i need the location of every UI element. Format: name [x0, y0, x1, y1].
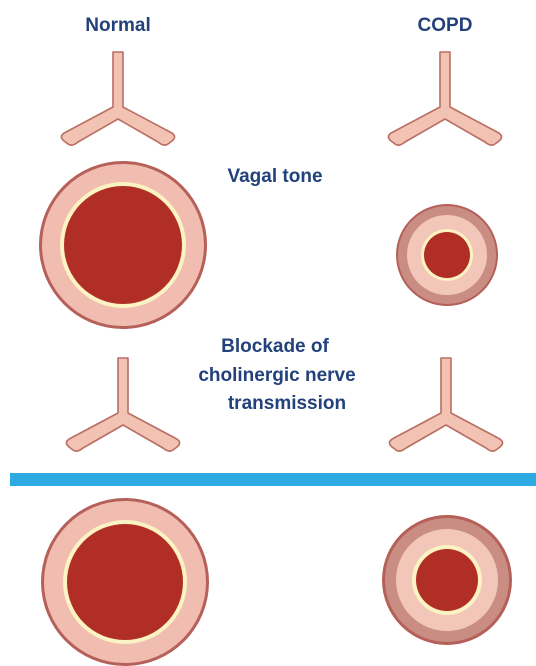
blockade-line-3: transmission [228, 393, 346, 414]
copd-title: COPD [418, 15, 473, 36]
blockade-label: Blockade of cholinergic nerve transmissi… [198, 336, 355, 414]
ach-label-left: ACh [104, 144, 137, 161]
airway-icon-copd-upper [396, 204, 498, 306]
nerve-icon-top-right [388, 52, 501, 145]
blockade-line-2: cholinergic nerve [198, 365, 355, 386]
airway-icon-normal-lower [41, 498, 209, 666]
ach-label-right: ACh [431, 144, 464, 161]
airway-icon-normal-upper [39, 161, 207, 329]
airway-icon-copd-lower [382, 515, 512, 645]
separator-bar [10, 473, 536, 486]
nerve-icon-top-left [61, 52, 174, 145]
blockade-line-1: Blockade of [221, 336, 329, 357]
nerve-icon-bottom-left [66, 358, 179, 451]
normal-title: Normal [85, 15, 150, 36]
nerve-icon-bottom-right [389, 358, 502, 451]
vagal-tone-label: Vagal tone [227, 166, 322, 187]
